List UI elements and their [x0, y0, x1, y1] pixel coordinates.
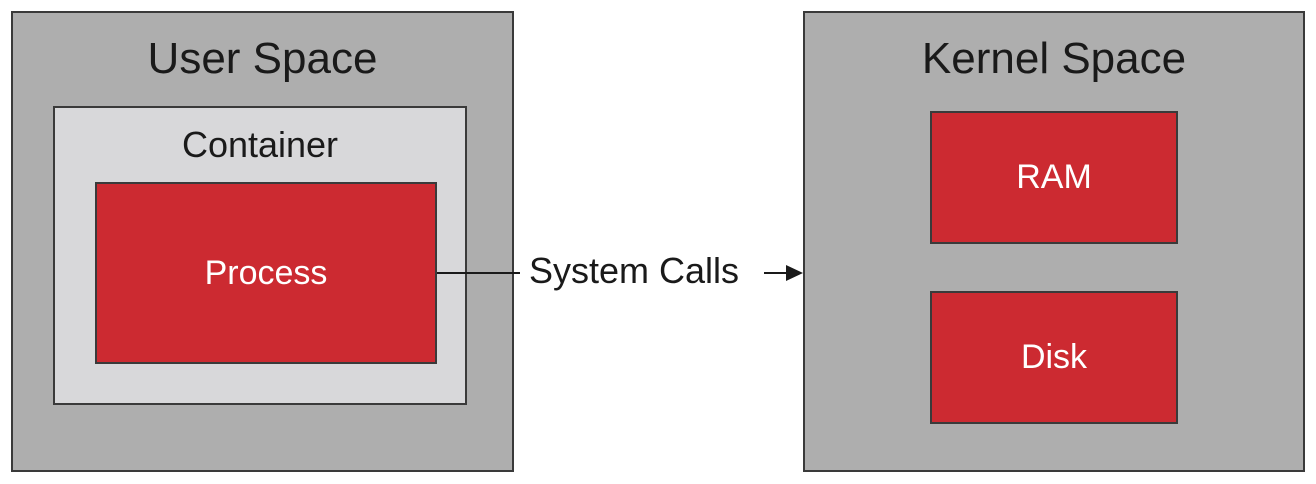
- user-space-title: User Space: [147, 34, 378, 83]
- system-calls-label: System Calls: [527, 250, 742, 292]
- ram-box: RAM: [930, 111, 1178, 244]
- process-label: Process: [204, 253, 328, 292]
- disk-box: Disk: [930, 291, 1178, 424]
- process-box: Process: [95, 182, 437, 364]
- container-title: Container: [181, 124, 339, 165]
- kernel-space-title: Kernel Space: [921, 34, 1187, 83]
- ram-label: RAM: [1016, 158, 1092, 196]
- arrow-head-icon: [786, 265, 803, 281]
- disk-label: Disk: [1020, 338, 1088, 376]
